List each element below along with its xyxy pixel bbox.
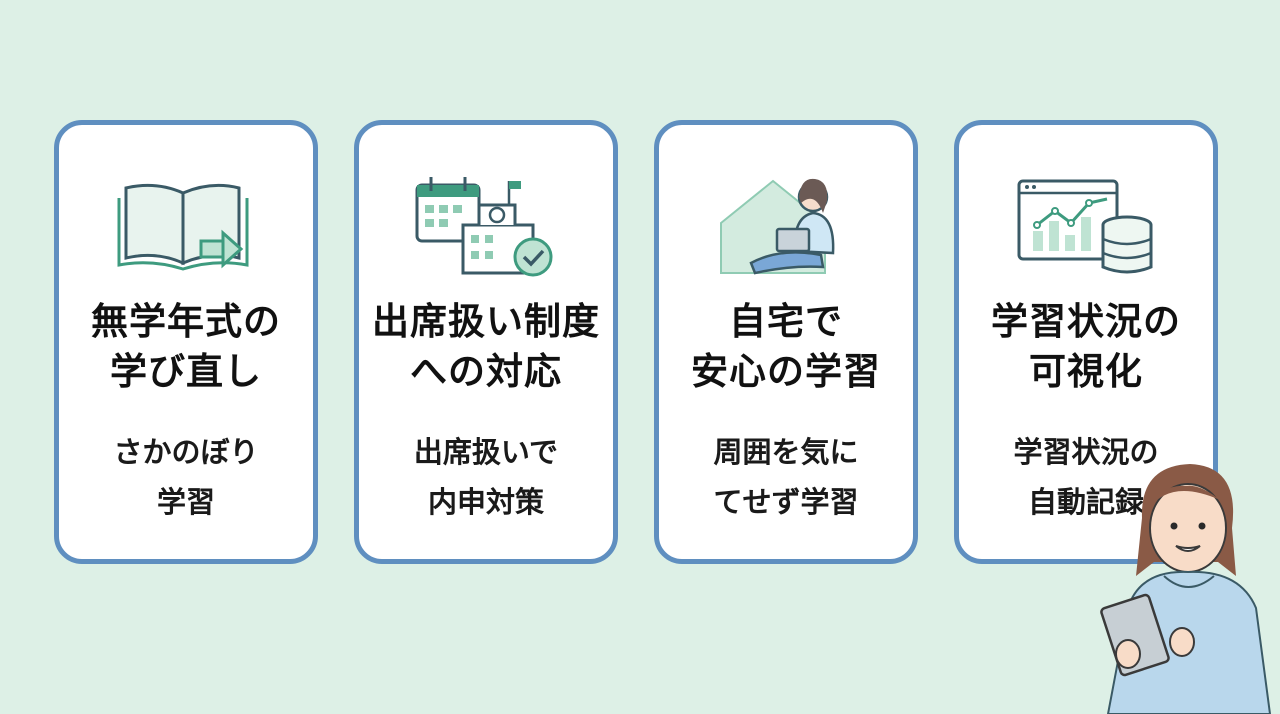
calendar-school-check-icon [415, 177, 553, 277]
card-description: さかのぼり 学習 [113, 435, 259, 519]
character-with-tablet [1100, 464, 1272, 714]
feature-card-home-study: 自宅で 安心の学習 周囲を気に てせず学習 [654, 120, 918, 564]
card-description: 周囲を気に てせず学習 [713, 435, 859, 519]
home-study-laptop-icon [720, 178, 835, 275]
card-title: 出席扱い制度 への対応 [372, 300, 600, 393]
card-description: 出席扱いで 内申対策 [413, 435, 559, 519]
card-title: 無学年式の 学び直し [91, 300, 281, 393]
feature-card-attendance: 出席扱い制度 への対応 出席扱いで 内申対策 [354, 120, 618, 564]
analytics-database-icon [1017, 179, 1153, 274]
feature-card-relearning: 無学年式の 学び直し さかのぼり 学習 [54, 120, 318, 564]
open-book-arrow-icon [117, 183, 249, 271]
card-title: 自宅で 安心の学習 [691, 300, 881, 393]
card-title: 学習状況の 可視化 [991, 300, 1181, 393]
card-description: 学習状況の 自動記録 [1013, 435, 1159, 519]
